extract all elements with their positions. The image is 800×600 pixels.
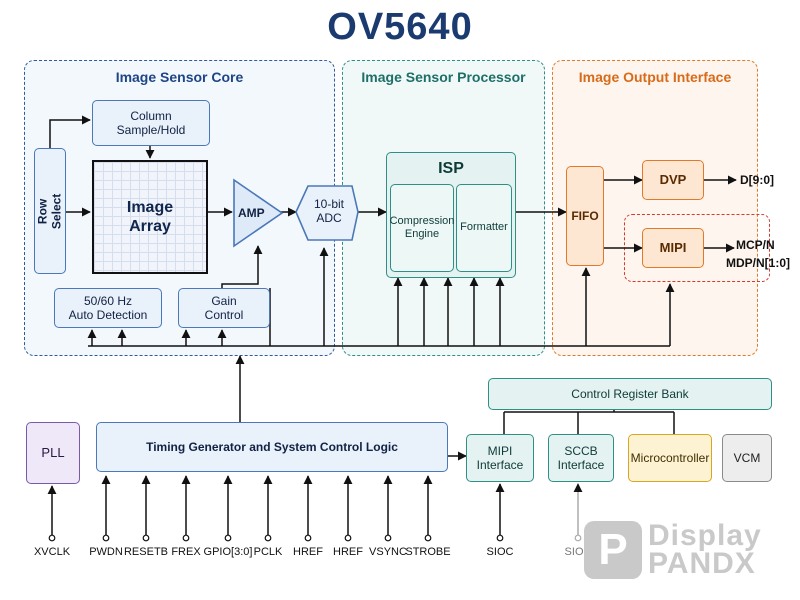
dvp-output-signal: D[9:0]	[740, 173, 775, 187]
pin-strobe: STROBE	[405, 546, 451, 558]
control-register-bank-block: Control Register Bank	[488, 378, 772, 410]
mipi-output-signal-2: MDP/N[1:0]	[726, 256, 791, 270]
pin-sioc: SIOC	[486, 546, 514, 558]
pin-pwdn: PWDN	[89, 546, 123, 558]
amp-label: AMP	[238, 206, 265, 220]
timing-generator-block: Timing Generator and System Control Logi…	[96, 422, 448, 472]
microcontroller-block: Microcontroller	[628, 434, 712, 482]
region-output-title: Image Output Interface	[578, 69, 732, 85]
logo-mark-icon: P	[584, 521, 642, 579]
dvp-block: DVP	[642, 160, 704, 200]
vcm-block: VCM	[722, 434, 772, 482]
watermark-logo: P Display PANDX	[584, 513, 794, 587]
fifo-block: FIFO	[566, 166, 604, 266]
pin-pclk: PCLK	[253, 546, 283, 558]
pin-href-2: HREF	[333, 546, 363, 558]
pin-resetb: RESETB	[123, 546, 168, 558]
mipi-block: MIPI	[642, 228, 704, 268]
region-processor-title: Image Sensor Processor	[361, 69, 526, 85]
region-core-title: Image Sensor Core	[115, 69, 244, 85]
pin-gpio: GPIO[3:0]	[203, 546, 253, 558]
pin-vsync: VSYNC	[369, 546, 407, 558]
pin-xvclk: XVCLK	[33, 546, 71, 558]
logo-word-2: PANDX	[648, 547, 756, 580]
pin-href-1: HREF	[293, 546, 323, 558]
formatter-block: Formatter	[456, 184, 512, 272]
logo-word-1: Display	[648, 518, 762, 552]
adc-symbol	[295, 185, 359, 241]
amp-symbol	[233, 178, 284, 248]
pin-frex: FREX	[171, 546, 201, 558]
isp-label: ISP	[438, 160, 464, 177]
diagram-title: OV5640	[327, 6, 473, 48]
mipi-output-signal-1: MCP/N	[736, 238, 775, 252]
pll-block: PLL	[26, 422, 80, 484]
